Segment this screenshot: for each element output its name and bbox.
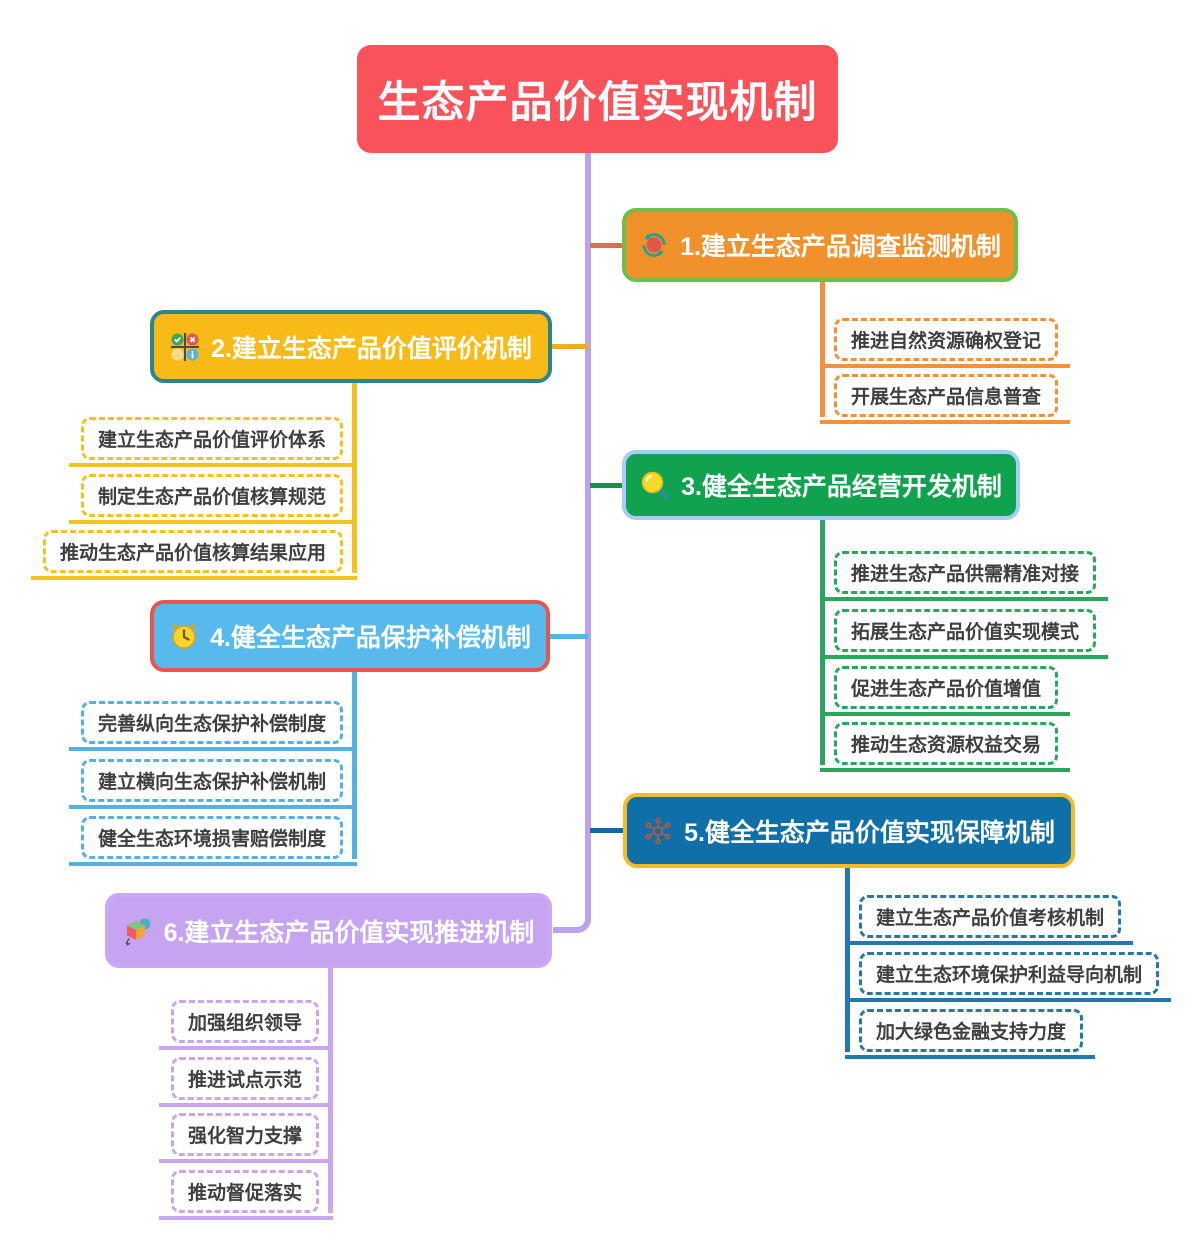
child-node[interactable]: 建立横向生态保护补偿机制 <box>80 759 343 802</box>
branch-4-label: 4.健全生态产品保护补偿机制 <box>210 624 531 652</box>
child-row: 完善纵向生态保护补偿制度 <box>68 701 357 751</box>
branch-1-child-line <box>820 282 825 417</box>
child-row: 强化智力支撑 <box>158 1113 333 1163</box>
child-row: 推动生态资源权益交易 <box>820 722 1071 772</box>
child-node[interactable]: 制定生态产品价值核算规范 <box>80 474 343 517</box>
child-row: 开展生态产品信息普查 <box>820 374 1071 424</box>
child-row: 建立生态产品价值考核机制 <box>845 895 1134 945</box>
magnifier-icon <box>640 470 670 500</box>
child-node[interactable]: 健全生态环境损害赔偿制度 <box>80 816 343 859</box>
trunk-corner-line <box>553 903 591 933</box>
child-node[interactable]: 推动生态产品价值核算结果应用 <box>42 530 343 573</box>
branch-6-child-line <box>328 968 333 1213</box>
child-row: 推动生态产品价值核算结果应用 <box>30 530 357 580</box>
child-row: 推进生态产品供需精准对接 <box>820 551 1109 601</box>
root-node[interactable]: 生态产品价值实现机制 <box>357 45 838 153</box>
child-node[interactable]: 建立生态环境保护利益导向机制 <box>859 952 1160 995</box>
trunk-line <box>585 153 591 913</box>
child-row: 健全生态环境损害赔偿制度 <box>68 816 357 866</box>
network-icon <box>643 816 673 846</box>
branch-2-child-line <box>352 383 357 573</box>
child-node[interactable]: 建立生态产品价值考核机制 <box>859 895 1122 938</box>
branch-4-node[interactable]: 4.健全生态产品保护补偿机制 <box>150 600 550 672</box>
sync-icon <box>639 230 669 260</box>
branch-2-node[interactable]: 2.建立生态产品价值评价机制 <box>150 310 552 383</box>
status-grid-icon <box>170 332 200 362</box>
child-node[interactable]: 加强组织领导 <box>170 1000 319 1043</box>
child-row: 拓展生态产品价值实现模式 <box>820 609 1109 659</box>
child-node[interactable]: 推进试点示范 <box>170 1057 319 1100</box>
branch-1-node[interactable]: 1.建立生态产品调查监测机制 <box>622 208 1018 282</box>
child-node[interactable]: 完善纵向生态保护补偿制度 <box>80 701 343 744</box>
branch-3-node[interactable]: 3.健全生态产品经营开发机制 <box>622 450 1020 520</box>
child-row: 促进生态产品价值增值 <box>820 666 1071 716</box>
branch-5-connector <box>590 828 623 833</box>
child-node[interactable]: 促进生态产品价值增值 <box>834 666 1059 709</box>
branch-6-label: 6.建立生态产品价值实现推进机制 <box>163 918 535 947</box>
branch-6-node[interactable]: 6.建立生态产品价值实现推进机制 <box>105 893 552 968</box>
clock-icon <box>169 621 199 651</box>
child-row: 加强组织领导 <box>158 1000 333 1050</box>
child-node[interactable]: 强化智力支撑 <box>170 1113 319 1156</box>
branch-4-connector <box>550 634 588 639</box>
child-node[interactable]: 推动督促落实 <box>170 1170 319 1213</box>
branch-2-label: 2.建立生态产品价值评价机制 <box>211 334 532 363</box>
cube-icon <box>123 916 153 946</box>
child-row: 建立横向生态保护补偿机制 <box>68 759 357 809</box>
branch-3-connector <box>590 483 622 488</box>
branch-4-child-line <box>352 672 357 859</box>
child-node[interactable]: 推动生态资源权益交易 <box>834 722 1059 765</box>
child-row: 推进自然资源确权登记 <box>820 318 1071 368</box>
child-node[interactable]: 建立生态产品价值评价体系 <box>80 417 343 460</box>
branch-5-child-line <box>845 868 850 1052</box>
child-node[interactable]: 加大绿色金融支持力度 <box>859 1009 1084 1052</box>
child-row: 建立生态产品价值评价体系 <box>68 417 357 467</box>
branch-5-node[interactable]: 5.健全生态产品价值实现保障机制 <box>623 793 1075 868</box>
child-row: 加大绿色金融支持力度 <box>845 1009 1096 1059</box>
branch-5-label: 5.健全生态产品价值实现保障机制 <box>684 818 1055 847</box>
child-row: 建立生态环境保护利益导向机制 <box>845 952 1172 1002</box>
branch-2-connector <box>552 344 588 349</box>
child-node[interactable]: 拓展生态产品价值实现模式 <box>834 609 1097 652</box>
branch-3-label: 3.健全生态产品经营开发机制 <box>681 473 1002 501</box>
child-row: 推进试点示范 <box>158 1057 333 1107</box>
child-node[interactable]: 推进生态产品供需精准对接 <box>834 551 1097 594</box>
child-node[interactable]: 开展生态产品信息普查 <box>834 374 1059 417</box>
branch-1-connector <box>590 243 622 248</box>
branch-3-child-line <box>820 520 825 765</box>
child-row: 推动督促落实 <box>158 1170 333 1220</box>
child-row: 制定生态产品价值核算规范 <box>68 474 357 524</box>
branch-1-label: 1.建立生态产品调查监测机制 <box>680 233 1001 261</box>
child-node[interactable]: 推进自然资源确权登记 <box>834 318 1059 361</box>
